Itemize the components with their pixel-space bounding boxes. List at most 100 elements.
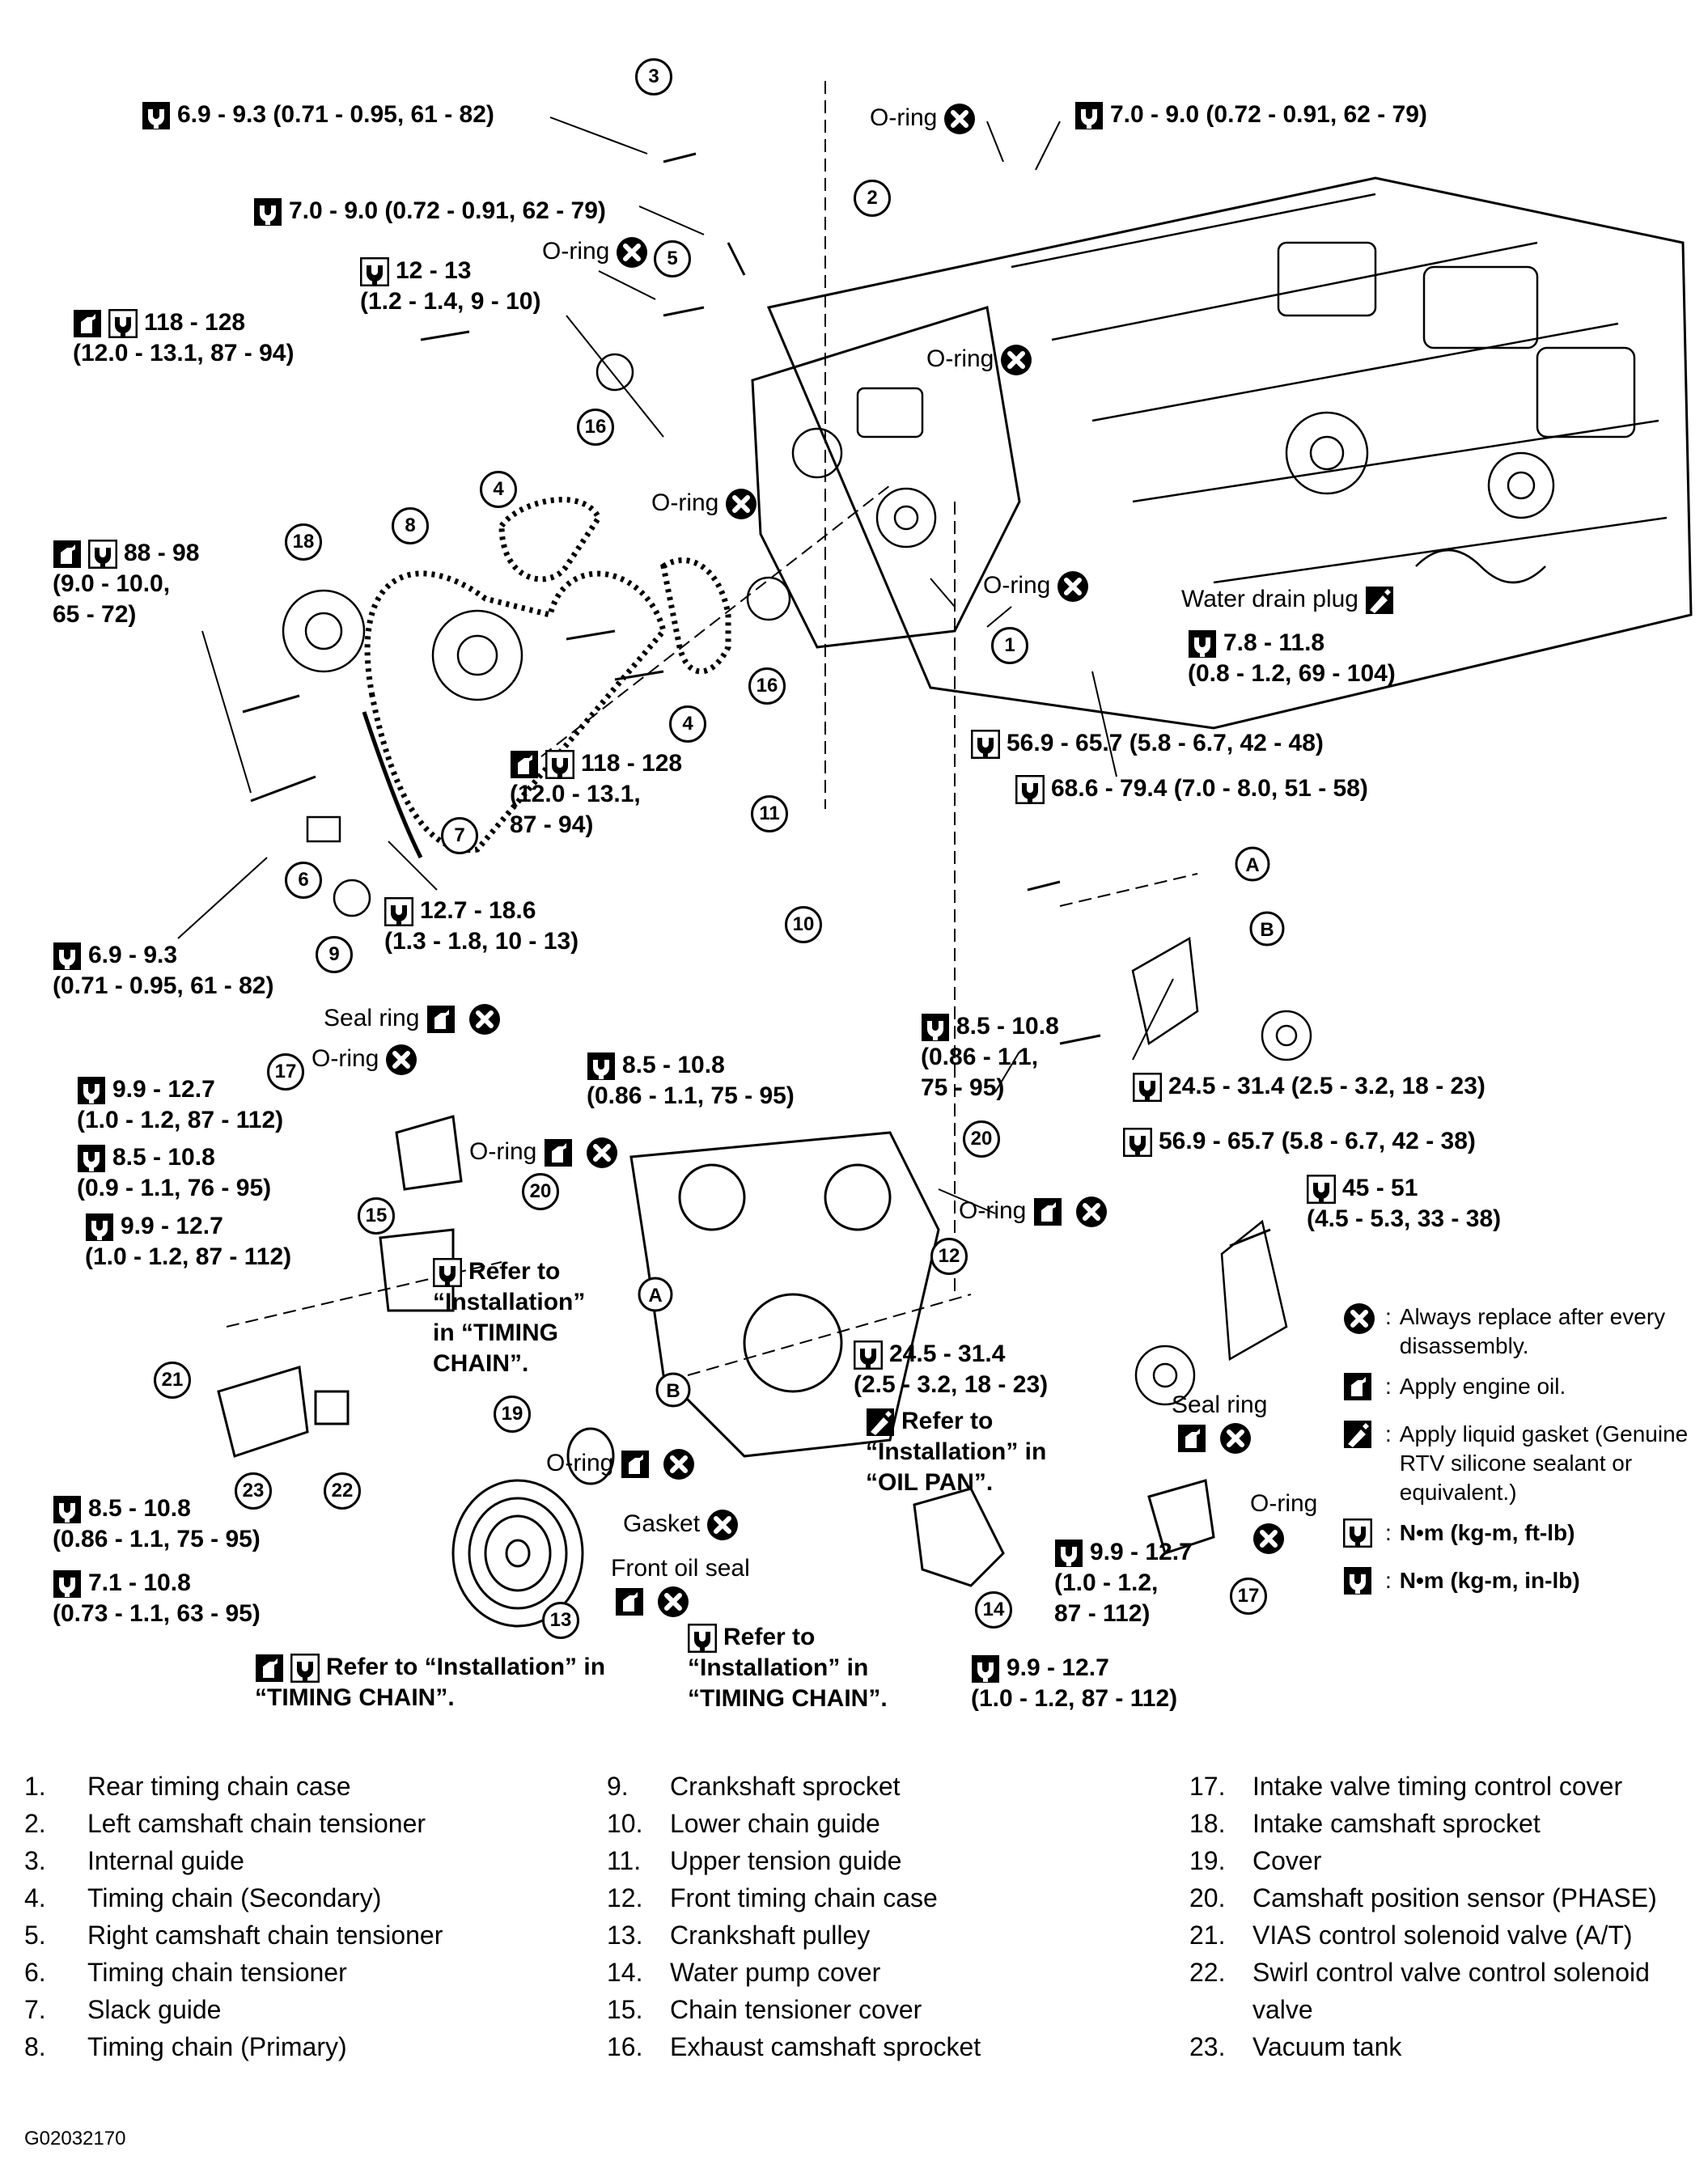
part-item: 7.Slack guide bbox=[24, 1995, 222, 2024]
part-number-3: 3 bbox=[635, 58, 672, 95]
parts-list: 1.Rear timing chain case 2.Left camshaft… bbox=[24, 1768, 1707, 2116]
legend-row-torque-inlb: :N•m (kg-m, in-lb) bbox=[1343, 1566, 1699, 1603]
torque-ftlb-icon bbox=[433, 1258, 462, 1287]
part-number-17: 17 bbox=[267, 1053, 304, 1091]
svg-text:A: A bbox=[648, 1285, 662, 1307]
part-number-15: 15 bbox=[358, 1197, 395, 1235]
vacuum-tank-illustration bbox=[217, 1366, 350, 1458]
torque-callout-13: 8.5 - 10.8 (0.86 - 1.1, 75 - 95) bbox=[921, 1013, 1059, 1102]
oring-label-4: O-ring bbox=[651, 488, 757, 520]
torque-callout-18: 9.9 - 12.7 (1.0 - 1.2, 87 - 112) bbox=[77, 1076, 284, 1134]
torque-callout-12: 7.8 - 11.8 (0.8 - 1.2, 69 - 104) bbox=[1188, 629, 1396, 688]
crankshaft-pulley-illustration bbox=[451, 1427, 615, 1628]
part-item: 13.Crankshaft pulley bbox=[607, 1921, 871, 1950]
gasket-label: Gasket bbox=[623, 1509, 739, 1541]
camshaft-sprockets-illustration bbox=[282, 353, 791, 917]
replace-icon bbox=[468, 1003, 501, 1036]
torque-ftlb-icon bbox=[854, 1341, 883, 1370]
torque-ftlb-icon bbox=[545, 750, 574, 779]
part-item: 22.Swirl control valve control solenoid … bbox=[1189, 1958, 1650, 2024]
marker-b-top: B bbox=[1249, 911, 1285, 947]
torque-inlb-icon bbox=[77, 1076, 106, 1105]
part-item: 23.Vacuum tank bbox=[1189, 2032, 1402, 2061]
part-number-2: 2 bbox=[854, 180, 891, 217]
torque-ftlb-icon bbox=[108, 309, 138, 338]
svg-text:B: B bbox=[666, 1380, 680, 1402]
torque-inlb-icon bbox=[53, 1495, 82, 1524]
torque-ftlb-icon bbox=[1015, 775, 1045, 804]
front-oil-seal-icons bbox=[615, 1586, 689, 1618]
torque-callout-1: 6.9 - 9.3 (0.71 - 0.95, 61 - 82) bbox=[142, 100, 494, 130]
part-number-16: 16 bbox=[577, 409, 614, 446]
engine-oil-icon bbox=[1343, 1372, 1372, 1401]
torque-callout-6: 88 - 98 (9.0 - 10.0, 65 - 72) bbox=[53, 540, 200, 629]
part-item: 16.Exhaust camshaft sprocket bbox=[607, 2032, 981, 2061]
parts-column-1: 1.Rear timing chain case 2.Left camshaft… bbox=[24, 1768, 591, 2065]
part-number-17b: 17 bbox=[1230, 1578, 1267, 1615]
torque-callout-4: 12 - 13 (1.2 - 1.4, 9 - 10) bbox=[360, 257, 541, 316]
part-item: 3.Internal guide bbox=[24, 1846, 244, 1875]
part-item: 14.Water pump cover bbox=[607, 1958, 881, 1987]
svg-text:B: B bbox=[1260, 919, 1274, 941]
torque-ftlb-icon bbox=[384, 897, 413, 926]
replace-icon bbox=[385, 1044, 417, 1076]
oring-label-10: O-ring bbox=[1250, 1490, 1318, 1517]
part-number-8: 8 bbox=[392, 507, 429, 544]
legend-row-replace: :Always replace after every disassembly. bbox=[1343, 1302, 1699, 1361]
liquid-gasket-icon bbox=[1343, 1420, 1372, 1449]
part-item: 21.VIAS control solenoid valve (A/T) bbox=[1189, 1921, 1633, 1950]
parts-column-3: 17.Intake valve timing control cover 18.… bbox=[1189, 1768, 1691, 2065]
seal-ring-label-2: Seal ring bbox=[1172, 1391, 1268, 1418]
bolts-illustration bbox=[242, 152, 1271, 1247]
torque-inlb-icon bbox=[921, 1013, 950, 1042]
replace-icon bbox=[586, 1137, 618, 1169]
part-item: 1.Rear timing chain case bbox=[24, 1772, 351, 1801]
torque-callout-10: 56.9 - 65.7 (5.8 - 6.7, 42 - 48) bbox=[971, 728, 1324, 759]
torque-callout-5: 118 - 128 (12.0 - 13.1, 87 - 94) bbox=[73, 309, 295, 367]
part-number-20: 20 bbox=[963, 1120, 1000, 1158]
part-item: 6.Timing chain tensioner bbox=[24, 1958, 347, 1987]
torque-ftlb-icon bbox=[1307, 1175, 1336, 1204]
torque-callout-29: 9.9 - 12.7 (1.0 - 1.2, 87 - 112) bbox=[971, 1654, 1178, 1713]
replace-icon bbox=[943, 103, 976, 135]
torque-callout-9: 6.9 - 9.3 (0.71 - 0.95, 61 - 82) bbox=[53, 942, 274, 1000]
part-number-14: 14 bbox=[975, 1591, 1012, 1629]
part-item: 10.Lower chain guide bbox=[607, 1809, 880, 1838]
torque-inlb-icon bbox=[85, 1213, 114, 1242]
engine-oil-icon bbox=[255, 1654, 284, 1683]
part-item: 20.Camshaft position sensor (PHASE) bbox=[1189, 1883, 1657, 1912]
svg-text:A: A bbox=[1245, 854, 1259, 876]
replace-icon bbox=[616, 236, 648, 269]
oring-label-9: O-ring bbox=[546, 1448, 695, 1480]
marker-a-top: A bbox=[1235, 846, 1270, 882]
part-number-23: 23 bbox=[235, 1472, 272, 1510]
torque-ftlb-icon bbox=[290, 1654, 320, 1683]
replace-icon bbox=[1252, 1523, 1285, 1555]
part-number-4b: 4 bbox=[669, 705, 706, 743]
torque-inlb-icon bbox=[77, 1144, 106, 1173]
replace-icon bbox=[663, 1448, 695, 1480]
part-item: 9.Crankshaft sprocket bbox=[607, 1772, 901, 1801]
engine-oil-icon bbox=[1033, 1197, 1062, 1226]
torque-inlb-icon bbox=[1188, 629, 1217, 659]
torque-ftlb-icon bbox=[1343, 1518, 1372, 1548]
liquid-gasket-icon bbox=[866, 1408, 895, 1437]
replace-icon bbox=[1000, 344, 1032, 376]
part-number-5: 5 bbox=[654, 240, 691, 277]
oring-icon-10 bbox=[1246, 1523, 1285, 1555]
front-oil-seal-label: Front oil seal bbox=[611, 1555, 750, 1582]
part-item: 11.Upper tension guide bbox=[607, 1846, 902, 1875]
part-number-4: 4 bbox=[480, 471, 517, 508]
torque-inlb-icon bbox=[53, 942, 82, 971]
gasket-callout-23: Refer to “Installation” in “OIL PAN”. bbox=[866, 1408, 1047, 1497]
oring-label-5: O-ring bbox=[983, 570, 1089, 603]
engine-oil-icon bbox=[426, 1005, 456, 1034]
torque-callout-16: 56.9 - 65.7 (5.8 - 6.7, 42 - 38) bbox=[1123, 1126, 1476, 1157]
engine-oil-icon bbox=[544, 1138, 573, 1167]
part-item: 18.Intake camshaft sprocket bbox=[1189, 1809, 1541, 1838]
part-number-10: 10 bbox=[785, 906, 822, 943]
torque-callout-28: 9.9 - 12.7 (1.0 - 1.2, 87 - 112) bbox=[1054, 1539, 1193, 1628]
torque-callout-22: 24.5 - 31.4 (2.5 - 3.2, 18 - 23) bbox=[854, 1341, 1049, 1399]
torque-ftlb-icon bbox=[360, 257, 389, 286]
engine-oil-icon bbox=[73, 309, 102, 338]
